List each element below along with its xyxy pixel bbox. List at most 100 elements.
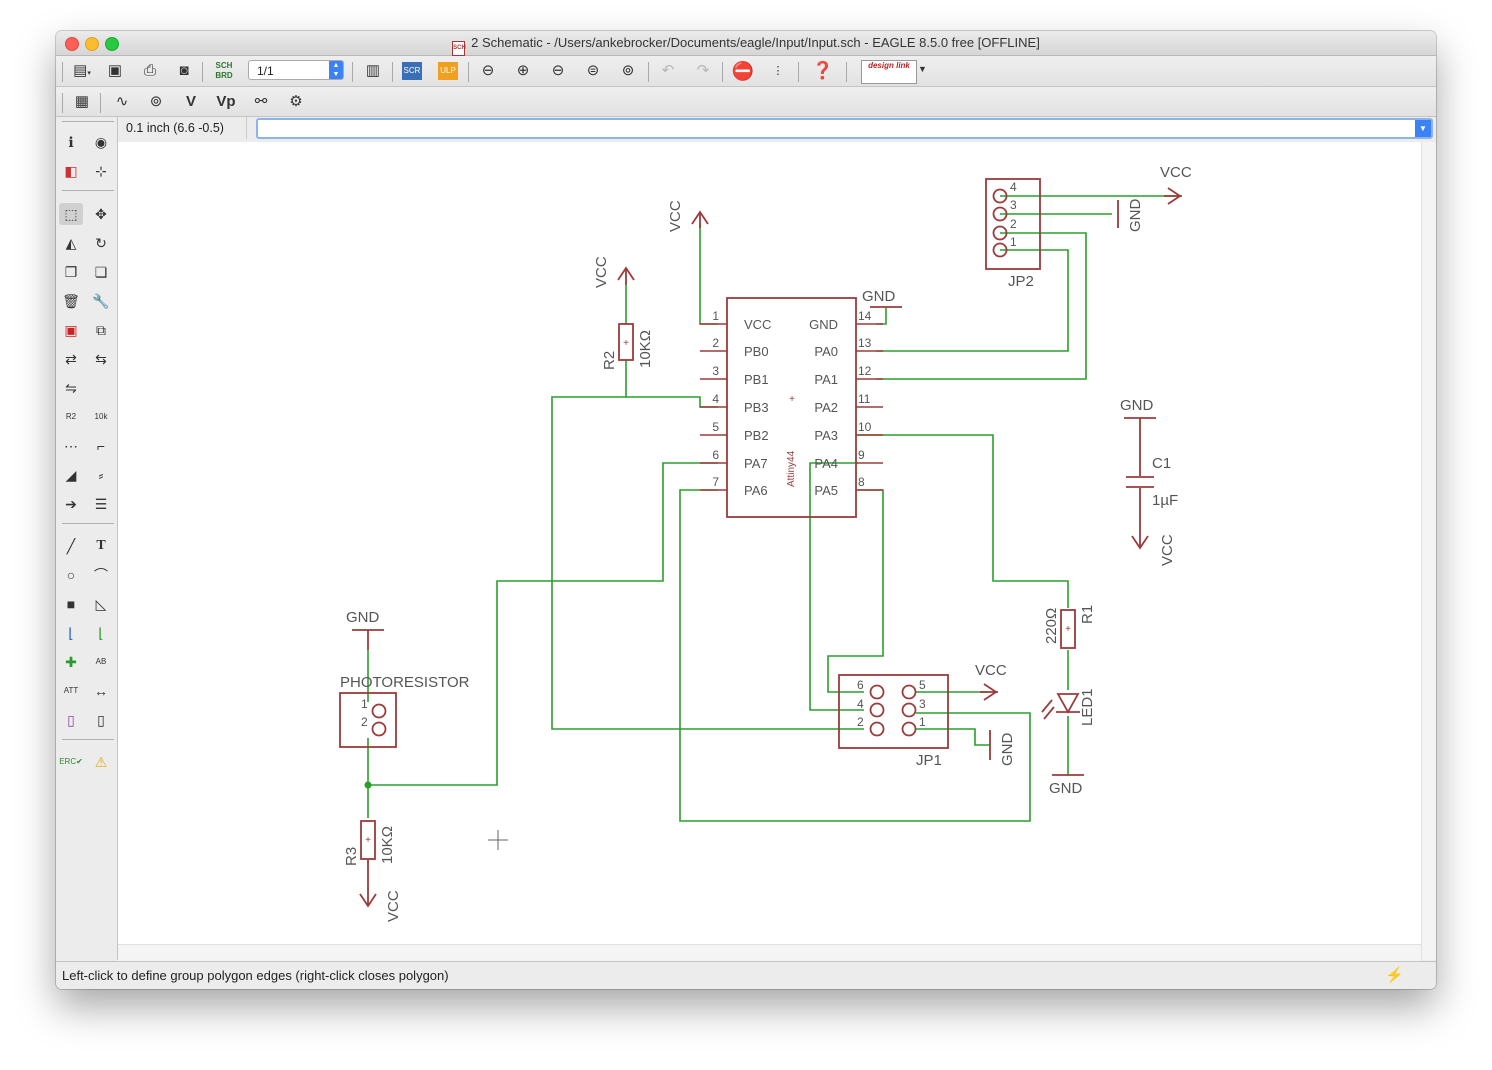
vcc-symbol[interactable]: VCC bbox=[1131, 488, 1176, 566]
modify-frame-icon[interactable]: ▯ bbox=[97, 712, 105, 728]
open-icon[interactable]: ▤▾ bbox=[73, 62, 91, 79]
zoom-area-icon[interactable]: ⊚ bbox=[621, 62, 635, 79]
text-icon[interactable]: T bbox=[96, 538, 106, 553]
value-tool-icon[interactable]: 10k bbox=[94, 412, 108, 421]
zoom-select-icon[interactable]: ⊜ bbox=[586, 62, 600, 79]
resistor-r3[interactable]: + R3 10KΩ bbox=[343, 820, 396, 866]
miter-icon[interactable]: ⌐ bbox=[96, 438, 106, 454]
name-icon[interactable]: R2 bbox=[65, 412, 77, 421]
wire-icon[interactable]: ╱ bbox=[66, 538, 76, 554]
vcc-symbol[interactable]: VCC bbox=[1160, 164, 1192, 205]
vcc-symbol[interactable]: VCC bbox=[359, 860, 402, 922]
zoom-in-icon[interactable]: ⊕ bbox=[516, 62, 530, 79]
move-icon[interactable]: ✥ bbox=[95, 206, 107, 222]
mark-icon[interactable]: ⊹ bbox=[95, 163, 107, 179]
value-icon[interactable]: V bbox=[179, 90, 203, 114]
cam-icon[interactable]: ◙ bbox=[179, 62, 189, 79]
command-history-dropdown-icon[interactable]: ▼ bbox=[1415, 120, 1431, 137]
copy-icon[interactable]: ❐ bbox=[64, 264, 78, 280]
net-class-icon[interactable]: ⚯ bbox=[254, 93, 268, 110]
show-magnifier-icon[interactable]: ⊚ bbox=[149, 93, 163, 110]
move-sheet-icon[interactable]: ➔ bbox=[65, 496, 77, 512]
mark-wave-icon[interactable]: ∿ bbox=[115, 93, 129, 110]
value-place-icon[interactable]: Vp bbox=[214, 90, 238, 114]
gnd-symbol[interactable]: GND bbox=[862, 288, 902, 308]
delete-trash-icon[interactable]: 🗑 bbox=[62, 293, 80, 309]
circle-icon[interactable]: ○ bbox=[66, 567, 76, 583]
design-link-icon[interactable]: design link bbox=[861, 60, 917, 84]
gnd-symbol[interactable]: GND bbox=[1120, 397, 1156, 476]
split-icon[interactable]: ◢ bbox=[65, 467, 77, 483]
smash-icon[interactable]: ⋯ bbox=[64, 438, 78, 454]
command-input[interactable] bbox=[258, 120, 1416, 137]
settings-gear-icon[interactable]: ⚙ bbox=[289, 93, 303, 110]
gnd-symbol[interactable]: GND bbox=[989, 730, 1016, 766]
bus-icon[interactable]: ⌊ bbox=[68, 625, 74, 641]
resistor-r1[interactable]: + R1 220Ω bbox=[1043, 605, 1096, 649]
align-icon[interactable]: ☰ bbox=[94, 496, 108, 512]
photoresistor[interactable]: 1 2 PHOTORESISTOR bbox=[339, 674, 470, 748]
command-line[interactable]: ▼ bbox=[256, 118, 1433, 139]
ulp-icon[interactable]: ULP bbox=[438, 62, 458, 80]
redo-icon[interactable]: ↷ bbox=[696, 62, 710, 79]
help-icon[interactable]: ❓ bbox=[812, 61, 834, 80]
attiny44-ic[interactable]: + 1 2 3 4 5 6 7 VCC PB0 PB1 PB3 PB2 PA7 … bbox=[700, 297, 883, 518]
vcc-symbol[interactable]: VCC bbox=[593, 256, 635, 324]
paste-icon[interactable]: ❏ bbox=[94, 264, 108, 280]
rotate-icon[interactable]: ↻ bbox=[95, 235, 107, 251]
gnd-symbol[interactable]: GND bbox=[1117, 199, 1144, 233]
add-part-icon[interactable]: ▣ bbox=[64, 322, 78, 338]
net-icon[interactable]: ⌊ bbox=[98, 625, 104, 641]
horizontal-scrollbar[interactable] bbox=[118, 944, 1421, 961]
gate-swap-icon[interactable]: ⇆ bbox=[95, 351, 107, 367]
go-icon[interactable]: ⋮ bbox=[772, 65, 784, 77]
net-wires[interactable] bbox=[364, 195, 1181, 822]
frame-icon[interactable]: ▯ bbox=[67, 712, 75, 728]
pin-swap-icon[interactable]: ⇋ bbox=[65, 380, 77, 396]
errors-warning-icon[interactable]: ⚠ bbox=[94, 754, 108, 770]
optimize-icon[interactable]: ⸗ bbox=[98, 467, 104, 483]
info-icon[interactable]: ℹ bbox=[68, 134, 74, 150]
resistor-r2[interactable]: + R2 10KΩ bbox=[601, 323, 654, 370]
print-icon[interactable]: ⎙ bbox=[143, 62, 156, 79]
close-window-button[interactable] bbox=[65, 37, 79, 51]
capacitor-c1[interactable]: C1 1µF bbox=[1126, 455, 1178, 509]
junction-icon[interactable]: ✚ bbox=[65, 654, 77, 670]
arc-icon[interactable]: ⌒ bbox=[94, 567, 108, 583]
vcc-symbol[interactable]: VCC bbox=[667, 200, 709, 232]
display-layers-icon[interactable]: ◧ bbox=[64, 163, 78, 179]
grid-icon[interactable]: ▦ bbox=[74, 93, 90, 110]
undo-icon[interactable]: ↶ bbox=[661, 62, 675, 79]
vcc-symbol[interactable]: VCC bbox=[975, 662, 1007, 701]
script-icon[interactable]: SCR bbox=[402, 62, 422, 80]
erc-check-icon[interactable]: ERC✔ bbox=[59, 757, 83, 766]
rect-icon[interactable]: ■ bbox=[66, 596, 76, 612]
led-led1[interactable]: LED1 bbox=[1041, 688, 1096, 726]
attribute-icon[interactable]: ATT bbox=[63, 686, 79, 695]
vertical-scrollbar[interactable] bbox=[1421, 142, 1436, 960]
lightning-icon[interactable]: ⚡ bbox=[1385, 967, 1404, 984]
change-wrench-icon[interactable]: 🔧 bbox=[92, 293, 110, 309]
gnd-symbol[interactable]: GND bbox=[1049, 774, 1084, 797]
save-icon[interactable]: ▣ bbox=[107, 62, 123, 79]
stop-icon[interactable]: ⛔ bbox=[731, 61, 755, 81]
header-jp1[interactable]: 6 5 4 3 2 1 JP1 bbox=[838, 674, 949, 769]
show-eye-icon[interactable]: ◉ bbox=[94, 134, 108, 150]
zoom-out-icon[interactable]: ⊖ bbox=[551, 62, 565, 79]
invoke-icon[interactable]: ⇄ bbox=[65, 351, 77, 367]
zoom-fit-icon[interactable]: ⊖ bbox=[481, 62, 495, 79]
mirror-icon[interactable]: ◭ bbox=[65, 235, 77, 251]
dimension-icon[interactable]: ↔ bbox=[94, 683, 108, 699]
gnd-symbol[interactable]: GND bbox=[346, 609, 384, 650]
maximize-window-button[interactable] bbox=[105, 37, 119, 51]
replace-icon[interactable]: ⧉ bbox=[96, 322, 106, 338]
sheet-stepper-icon[interactable]: ▲▼ bbox=[329, 61, 343, 79]
sheet-select[interactable]: 1/1 ▲▼ bbox=[248, 60, 344, 80]
label-icon[interactable]: AB bbox=[95, 657, 107, 666]
schematic-drawing[interactable]: .net { stroke:#2aa02a; stroke-width:1.6;… bbox=[118, 142, 1421, 944]
net-junction[interactable] bbox=[364, 781, 372, 789]
header-jp2[interactable]: 4 3 2 1 JP2 bbox=[985, 178, 1041, 290]
polygon-icon[interactable]: ◺ bbox=[95, 596, 107, 612]
group-select-icon[interactable]: ⬚ bbox=[59, 203, 83, 225]
design-link-dropdown-icon[interactable]: ▼ bbox=[918, 64, 927, 74]
